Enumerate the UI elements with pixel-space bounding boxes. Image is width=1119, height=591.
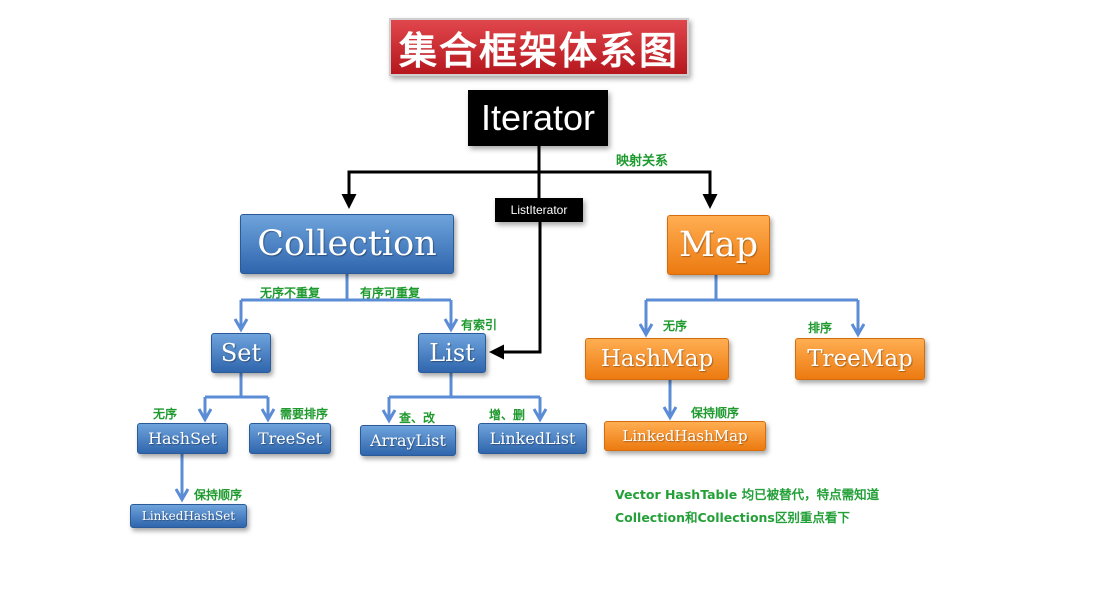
- node-linkedhashmap: LinkedHashMap: [604, 421, 766, 451]
- list-connectors: [381, 373, 548, 424]
- label-indexed: 有索引: [461, 318, 498, 332]
- node-arraylist: ArrayList: [360, 425, 456, 456]
- node-hashset: HashSet: [137, 423, 228, 454]
- note-vector-hashtable: Vector HashTable 均已被替代，特点需知道: [615, 487, 880, 502]
- node-linkedhashset: LinkedHashSet: [130, 504, 247, 528]
- page-title: 集合框架体系图: [389, 18, 689, 76]
- node-list: List: [418, 333, 486, 373]
- node-set: Set: [211, 333, 271, 373]
- node-linkedlist: LinkedList: [478, 423, 587, 454]
- node-list-iterator: ListIterator: [495, 198, 583, 222]
- node-map: Map: [667, 215, 770, 275]
- node-treemap: TreeMap: [795, 338, 925, 380]
- label-sorted: 排序: [808, 321, 833, 335]
- node-collection: Collection: [240, 214, 454, 274]
- label-keep-order-map: 保持顺序: [691, 406, 740, 420]
- collection-connectors: [233, 274, 459, 333]
- note-collection-collections: Collection和Collections区别重点看下: [615, 510, 850, 525]
- node-iterator: Iterator: [468, 90, 608, 146]
- label-add-delete: 增、删: [489, 408, 526, 422]
- node-treeset: TreeSet: [249, 423, 331, 454]
- label-ordered-repeatable: 有序可重复: [360, 286, 421, 300]
- node-hashmap: HashMap: [585, 338, 729, 380]
- label-unordered-unique: 无序不重复: [260, 286, 321, 300]
- set-connectors: [174, 373, 276, 503]
- map-connectors: [638, 275, 866, 421]
- label-map-unordered: 无序: [663, 319, 688, 333]
- label-needs-sorting: 需要排序: [280, 407, 329, 421]
- iterator-connectors: [341, 146, 718, 360]
- label-set-unordered: 无序: [153, 407, 178, 421]
- label-keep-order-set: 保持顺序: [194, 488, 243, 502]
- label-search-modify: 查、改: [399, 411, 436, 425]
- label-mapping: 映射关系: [616, 154, 669, 169]
